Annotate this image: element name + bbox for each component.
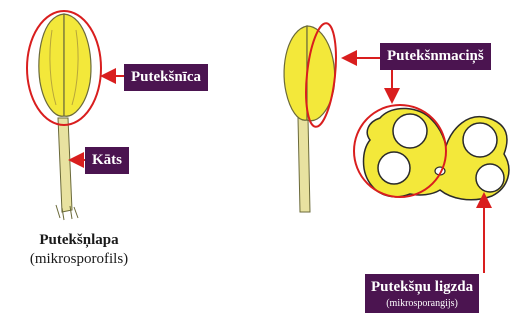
anther-label: Putekšnīca bbox=[124, 64, 208, 91]
left-anther-left-lobe bbox=[39, 14, 64, 116]
right-anther-left-lobe bbox=[284, 26, 307, 120]
right-anther-right-lobe bbox=[307, 26, 335, 121]
locule-2 bbox=[378, 152, 410, 184]
locule-3 bbox=[463, 123, 497, 157]
caption-subtitle: (mikrosporofils) bbox=[14, 251, 144, 268]
filament-label: Kāts bbox=[85, 147, 129, 174]
left-filament bbox=[58, 118, 72, 212]
locule-label: Putekšņu ligzda (mikrosporangijs) bbox=[365, 274, 479, 313]
locule-label-title: Putekšņu ligzda bbox=[371, 279, 473, 295]
right-stamen bbox=[284, 22, 340, 212]
stamen-caption: Putekšņlapa (mikrosporofils) bbox=[14, 232, 144, 268]
locule-1 bbox=[393, 114, 427, 148]
locule-label-subtitle: (mikrosporangijs) bbox=[371, 299, 473, 309]
anther-cross-section bbox=[354, 105, 509, 200]
locule-4 bbox=[476, 164, 504, 192]
left-stamen bbox=[27, 11, 101, 220]
pollen-sac-label: Putekšnmaciņš bbox=[380, 43, 491, 70]
caption-title: Putekšņlapa bbox=[14, 232, 144, 249]
right-filament bbox=[298, 118, 310, 212]
